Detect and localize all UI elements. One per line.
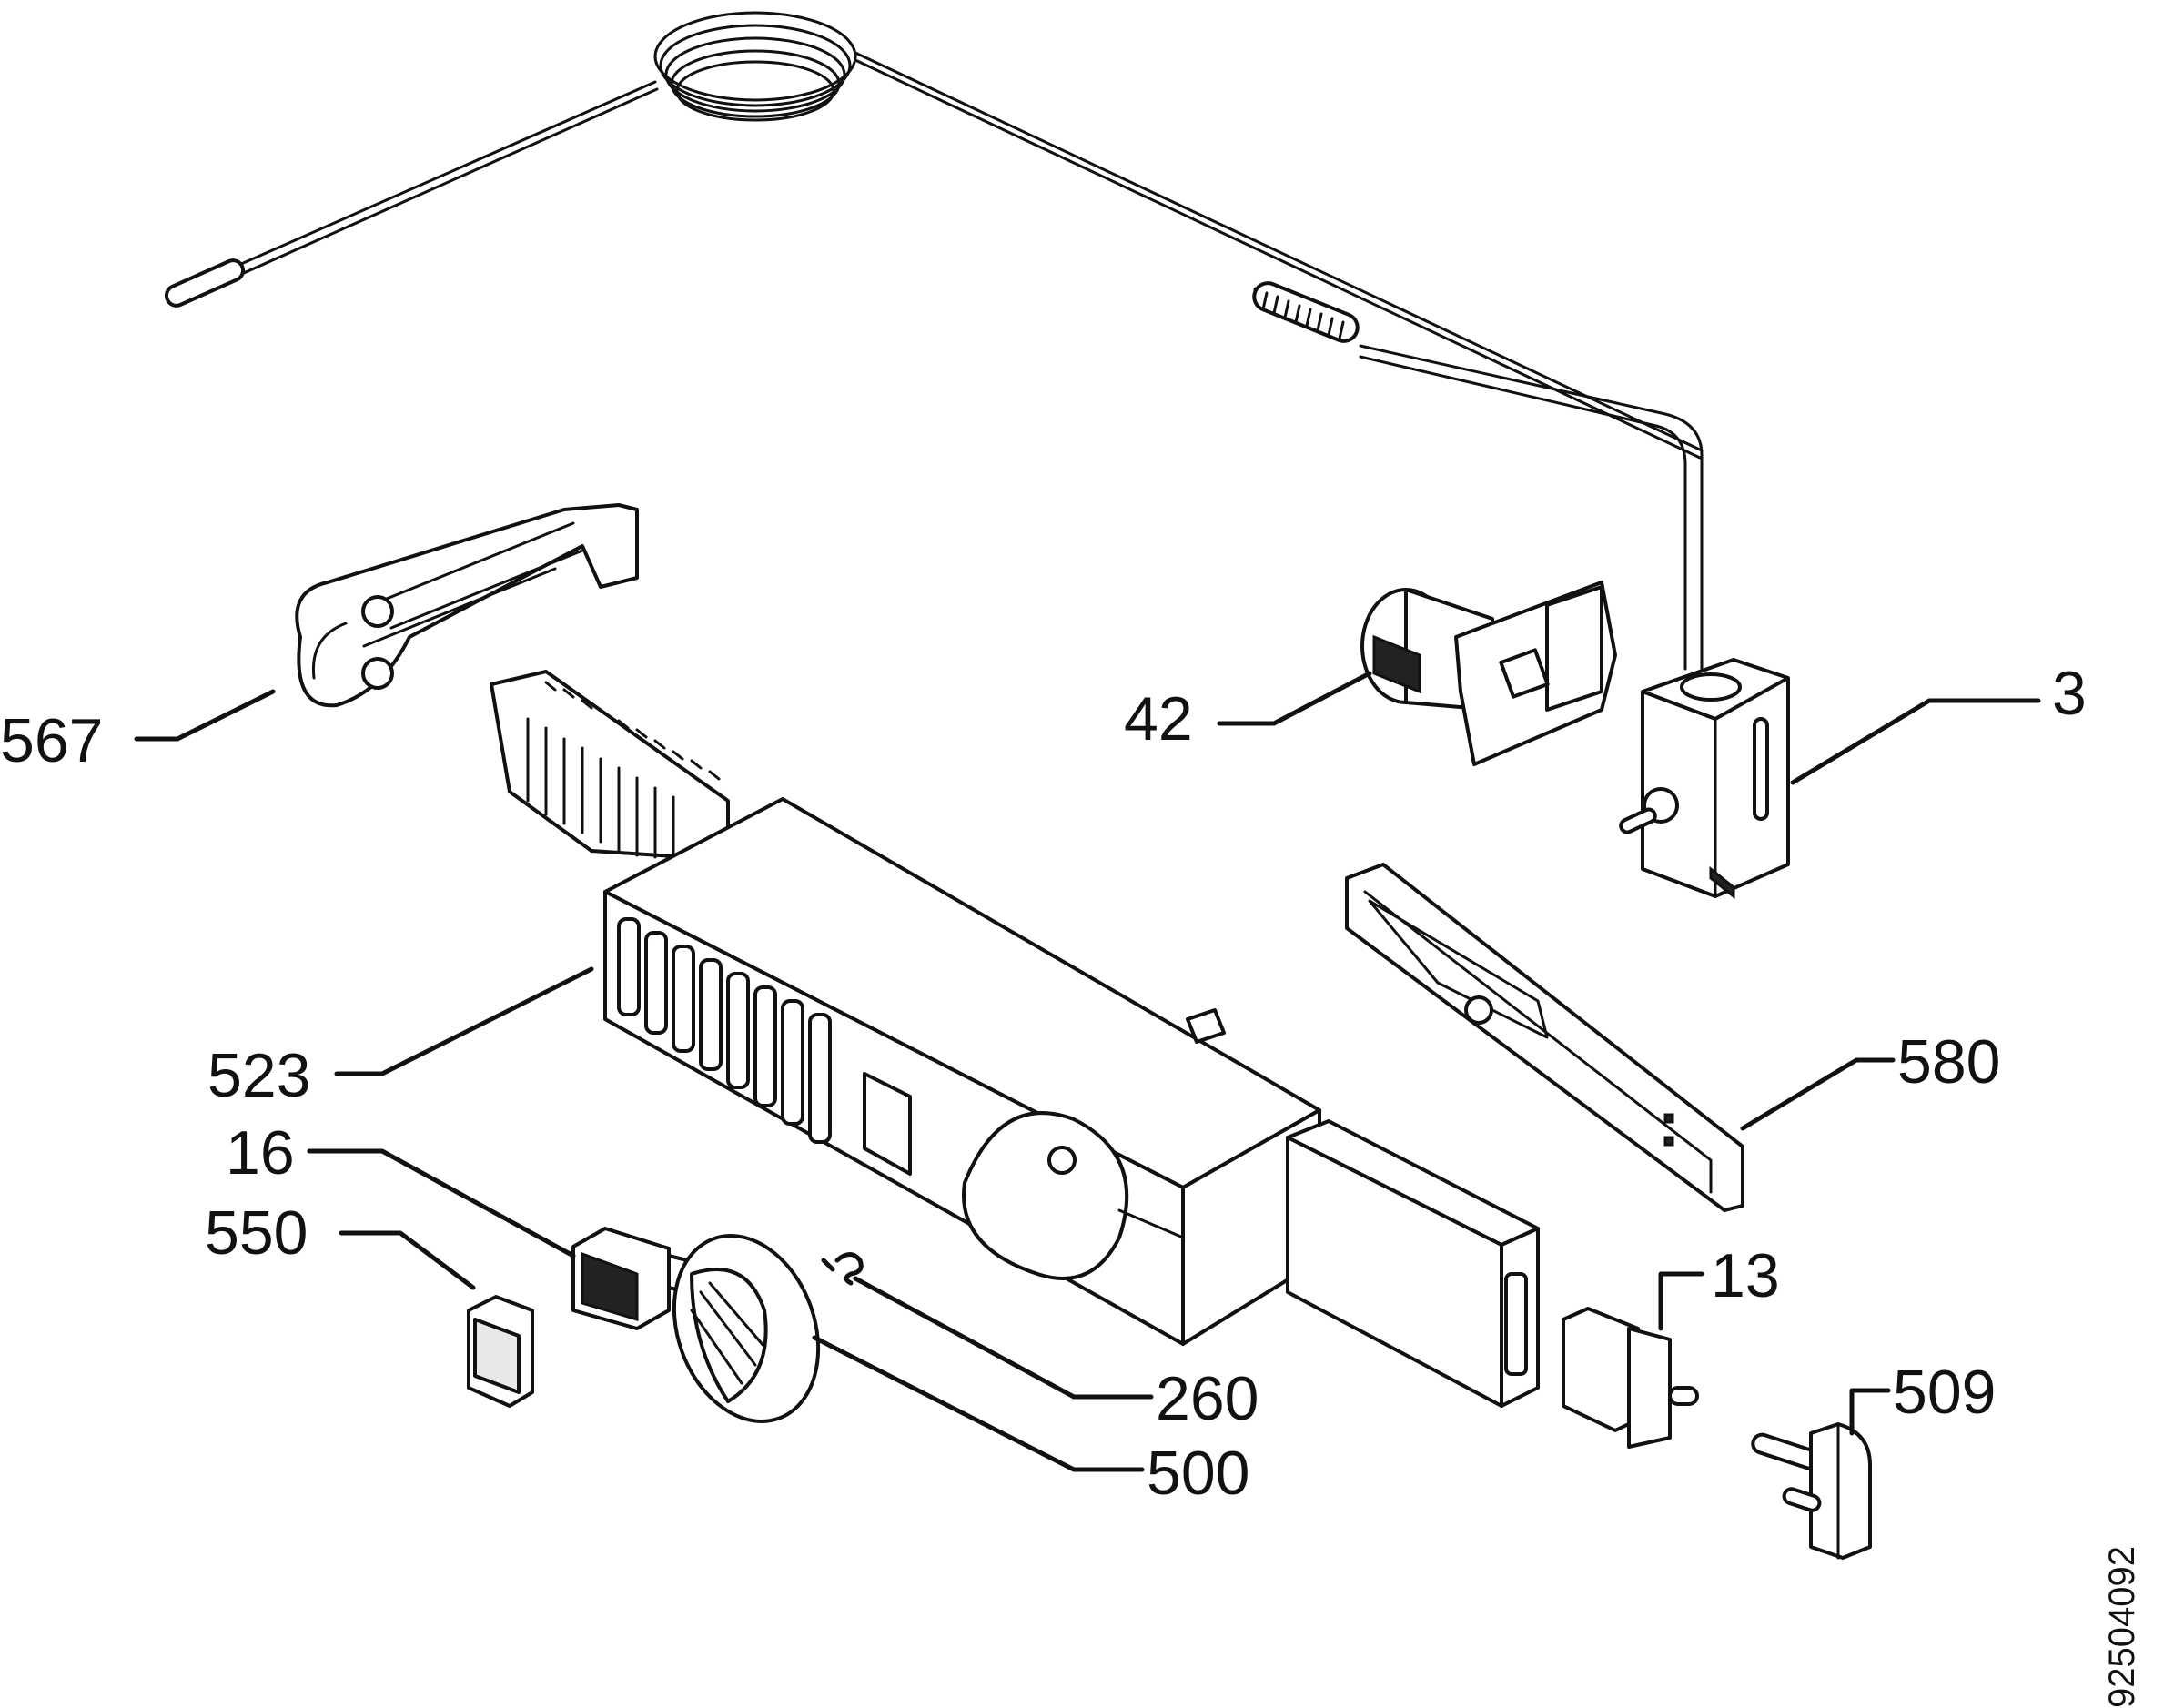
- label-550: 550: [205, 1198, 308, 1268]
- part-labels: 567 42 3 523 580 16 550 13 260 500 509: [0, 659, 2087, 1508]
- label-500: 500: [1147, 1439, 1249, 1508]
- leader-580: [1740, 1057, 1896, 1131]
- leader-523: [334, 966, 594, 1076]
- part-260-clip: [821, 1252, 864, 1286]
- part-42-lamp-holder: [1360, 581, 1617, 766]
- label-42: 42: [1124, 684, 1193, 753]
- end-cover-box: [1286, 1119, 1540, 1408]
- part-3-thermostat: [1619, 658, 1790, 900]
- part-16-switch: [571, 1227, 689, 1330]
- label-13: 13: [1711, 1241, 1780, 1310]
- label-16: 16: [226, 1118, 295, 1188]
- leader-13: [1658, 1271, 1704, 1331]
- leader-260: [853, 1276, 1154, 1400]
- leader-3: [1790, 698, 2041, 785]
- label-3: 3: [2052, 659, 2087, 728]
- label-260: 260: [1156, 1364, 1259, 1433]
- part-567-lever: [295, 503, 639, 708]
- leader-509: [1849, 1388, 1891, 1436]
- label-523: 523: [207, 1041, 310, 1110]
- label-567: 567: [0, 706, 103, 775]
- leader-567: [134, 689, 276, 742]
- sensor-tube: [1252, 281, 1704, 671]
- part-13-connector: [1562, 1307, 1699, 1449]
- part-523-housing: [490, 670, 1321, 1346]
- part-500-knob: [672, 1234, 821, 1423]
- part-509-pin: [1751, 1422, 1872, 1560]
- part-550-cap: [467, 1295, 534, 1408]
- leader-550: [339, 1230, 476, 1290]
- leader-16: [307, 1148, 576, 1258]
- leader-42: [1217, 671, 1372, 726]
- diagram-code: 92504092: [2102, 1546, 2142, 1708]
- leader-500: [812, 1335, 1145, 1472]
- label-509: 509: [1893, 1358, 1996, 1427]
- part-580-plate: [1345, 863, 1744, 1212]
- leader-lines: [134, 671, 2041, 1472]
- label-580: 580: [1897, 1027, 2000, 1097]
- capillary-coil: [164, 11, 1704, 460]
